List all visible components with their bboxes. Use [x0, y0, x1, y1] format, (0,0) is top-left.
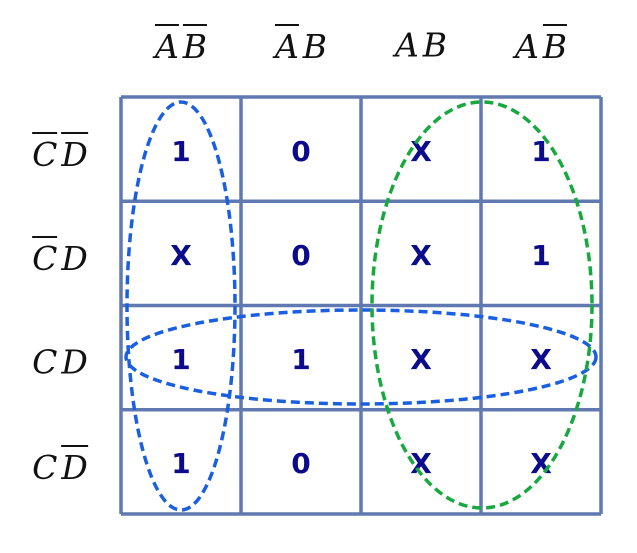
complemented-variable: C: [32, 132, 58, 174]
kmap-cell: X: [530, 343, 552, 376]
kmap-cell: 1: [531, 238, 551, 272]
complemented-variable: D: [61, 132, 88, 174]
kmap-cell: 1: [171, 134, 191, 168]
variable: A: [514, 27, 539, 66]
variable: C: [32, 342, 58, 382]
complemented-variable: C: [32, 236, 58, 278]
column-ABbar-group-loop: [125, 100, 237, 512]
kmap-cell: 0: [291, 238, 311, 272]
variable: D: [61, 342, 88, 382]
kmap-cell: X: [170, 238, 192, 272]
kmap-cell: 0: [291, 134, 311, 168]
kmap-cell: 1: [171, 343, 191, 376]
kmap-cell: 0: [291, 447, 311, 481]
variable: B: [302, 27, 328, 66]
complemented-variable: D: [61, 444, 88, 487]
variable: C: [32, 447, 58, 487]
kmap-cell: 1: [531, 134, 551, 168]
kmap-cell: X: [410, 238, 432, 272]
kmap-cell: 1: [291, 343, 311, 376]
complemented-variable: A: [154, 24, 179, 66]
variable: A: [394, 25, 419, 65]
variable: B: [422, 25, 448, 65]
kmap-cell: X: [410, 447, 432, 481]
variable: D: [61, 239, 88, 279]
row-CD-group-loop: [124, 308, 598, 406]
columns-A-group-loop: [370, 100, 594, 510]
complemented-variable: B: [542, 24, 568, 66]
complemented-variable: B: [182, 24, 208, 66]
complemented-variable: A: [274, 24, 299, 66]
kmap-cell: X: [410, 343, 432, 376]
kmap-cell: 1: [171, 447, 191, 481]
